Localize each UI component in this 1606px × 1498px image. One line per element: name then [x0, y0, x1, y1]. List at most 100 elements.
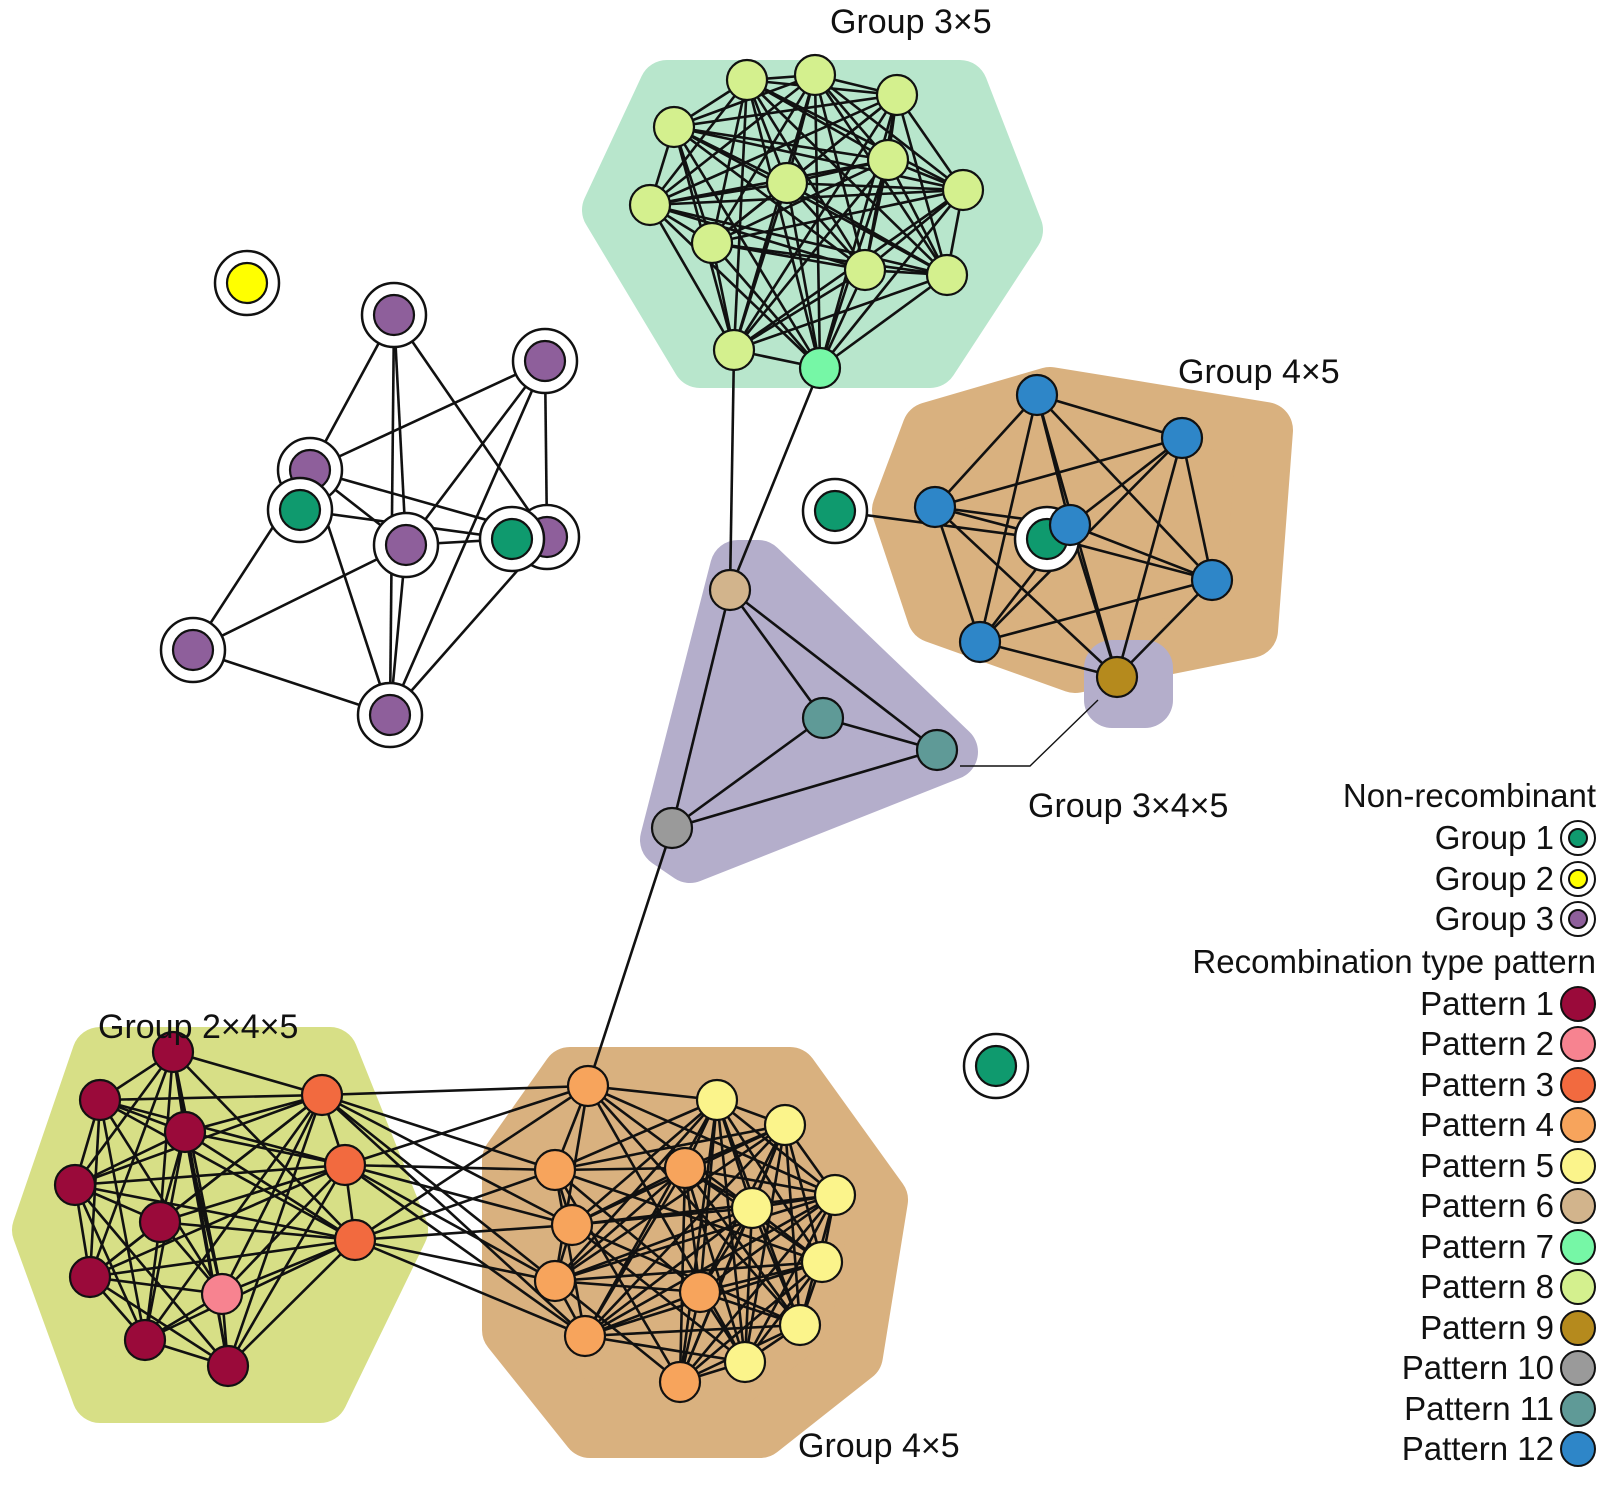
- edge: [934, 394, 1038, 508]
- edge: [587, 1085, 801, 1326]
- edge: [683, 1167, 747, 1363]
- edge: [783, 1124, 824, 1263]
- legend-label: Pattern 11: [1404, 1389, 1554, 1427]
- edge: [192, 648, 391, 717]
- edge: [554, 1260, 823, 1283]
- edge: [732, 79, 749, 351]
- node-pattern: [690, 221, 734, 265]
- legend-item-pattern-3: Pattern 3: [1076, 1065, 1596, 1106]
- legend-label: Pattern 8: [1420, 1268, 1554, 1306]
- edge: [554, 1167, 686, 1282]
- edge: [1069, 436, 1183, 527]
- node-group-1: [278, 488, 322, 532]
- edge: [159, 1163, 346, 1224]
- edge: [684, 1166, 836, 1197]
- edge: [728, 349, 736, 591]
- edge: [732, 94, 899, 351]
- edge: [554, 1166, 686, 1172]
- legend-item-pattern-6: Pattern 6: [1076, 1186, 1596, 1227]
- edge: [584, 1334, 746, 1364]
- node-pattern: [1015, 373, 1059, 417]
- node-pattern: [723, 1340, 767, 1384]
- edge: [354, 1084, 589, 1242]
- edge: [392, 314, 408, 546]
- node-pattern: [650, 806, 694, 850]
- node-pattern: [663, 1146, 707, 1190]
- node-pattern: [866, 138, 910, 182]
- pattern-2-swatch-icon: [1560, 1026, 1596, 1063]
- node-pattern: [206, 1344, 250, 1388]
- pattern-11-swatch-icon: [1560, 1390, 1596, 1427]
- node-pattern: [793, 53, 837, 97]
- edge: [344, 1163, 573, 1227]
- node-pattern: [1160, 416, 1204, 460]
- legend-label: Pattern 7: [1420, 1227, 1554, 1265]
- node-pattern: [915, 728, 959, 772]
- edge: [786, 181, 948, 277]
- legend-label: Pattern 2: [1420, 1025, 1554, 1063]
- legend: Non-recombinant Group 1 Group 2 Group 3 …: [1076, 774, 1596, 1470]
- node-group-3: [523, 339, 567, 383]
- edge: [934, 436, 1183, 509]
- node-group-1: [490, 517, 534, 561]
- label-leader-line: [960, 699, 1099, 767]
- edge: [673, 125, 889, 162]
- edge: [586, 1085, 747, 1363]
- node-pattern: [695, 1078, 739, 1122]
- edge: [587, 1084, 718, 1102]
- edge: [553, 1169, 587, 1337]
- edge: [711, 241, 948, 277]
- group-1-swatch-icon: [1560, 820, 1596, 857]
- legend-label: Pattern 9: [1420, 1308, 1554, 1346]
- edge: [74, 1184, 229, 1367]
- edge: [89, 1238, 356, 1279]
- label-group-3x4x5: Group 3×4×5: [1028, 787, 1228, 825]
- pattern-4-swatch-icon: [1560, 1107, 1596, 1144]
- edge: [89, 1275, 223, 1296]
- legend-label: Pattern 5: [1420, 1146, 1554, 1184]
- edge: [1036, 393, 1183, 440]
- edge: [678, 1099, 719, 1383]
- edge: [388, 360, 547, 716]
- node-pattern: [53, 1163, 97, 1207]
- pattern-5-swatch-icon: [1560, 1147, 1596, 1184]
- edge: [184, 1130, 346, 1167]
- edge: [698, 1099, 719, 1293]
- node-pattern: [123, 1318, 167, 1362]
- edge: [192, 543, 407, 652]
- edge: [1180, 437, 1214, 581]
- edge: [74, 1163, 346, 1187]
- edge: [73, 1051, 175, 1186]
- edge: [1115, 437, 1184, 678]
- edge: [671, 748, 938, 830]
- legend-label: Pattern 1: [1420, 984, 1554, 1022]
- legend-label: Pattern 10: [1401, 1349, 1554, 1387]
- node-pattern: [566, 1064, 610, 1108]
- edge: [554, 1279, 681, 1384]
- edge: [554, 1193, 836, 1283]
- edge: [554, 1279, 701, 1294]
- label-group-2x4x5: Group 2×4×5: [98, 1008, 298, 1046]
- pattern-10-swatch-icon: [1560, 1350, 1596, 1387]
- edge: [979, 578, 1213, 644]
- node-pattern: [533, 1259, 577, 1303]
- edge: [571, 1223, 801, 1327]
- node-pattern: [550, 1203, 594, 1247]
- edge: [89, 1163, 346, 1279]
- edge: [648, 204, 736, 351]
- edge: [99, 1093, 323, 1102]
- edge: [679, 1261, 823, 1383]
- node-pattern: [941, 168, 985, 212]
- edge: [711, 242, 821, 369]
- node-pattern: [300, 1073, 344, 1117]
- edge: [172, 1051, 356, 1241]
- node-pattern: [765, 161, 809, 205]
- label-group-4x5-top: Group 4×5: [1178, 353, 1340, 391]
- edge: [321, 1093, 556, 1172]
- edge: [785, 182, 822, 369]
- edge: [673, 125, 964, 192]
- node-pattern: [958, 620, 1002, 664]
- edge: [733, 268, 866, 352]
- node-pattern: [628, 183, 672, 227]
- pattern-12-swatch-icon: [1560, 1431, 1596, 1468]
